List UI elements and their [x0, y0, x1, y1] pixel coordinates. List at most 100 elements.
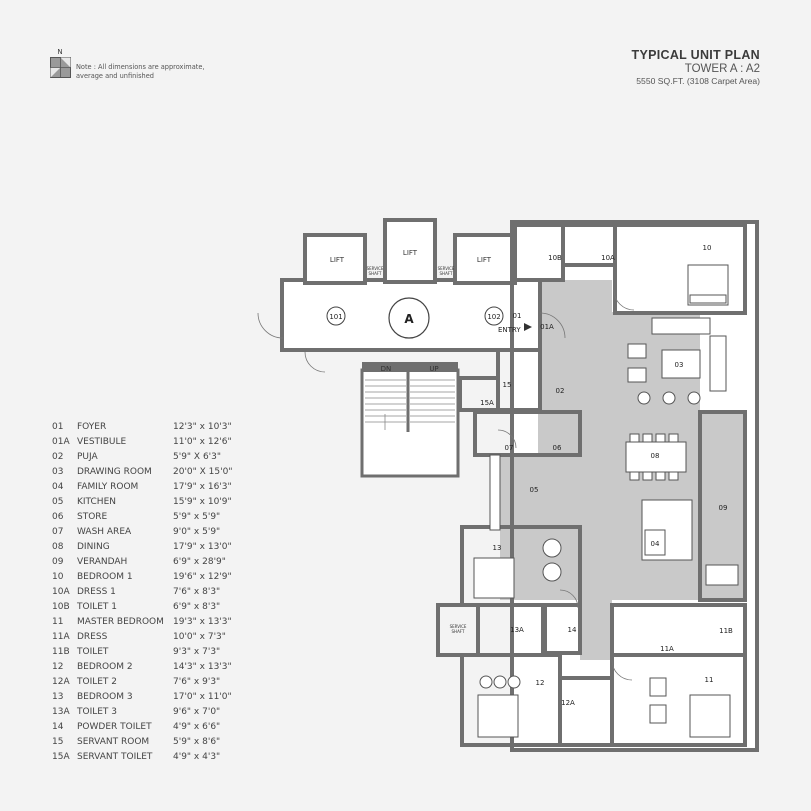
room-10A-label: 10A — [601, 254, 615, 262]
legend-row: 11B TOILET 9'3" x 7'3" — [52, 645, 263, 660]
room-11A-label: 11A — [660, 645, 674, 653]
legend-room-name: DINING — [77, 542, 110, 552]
legend-row: 03 DRAWING ROOM 20'0" X 15'0" — [52, 465, 263, 480]
legend-code: 01A — [52, 437, 70, 447]
legend-code: 04 — [52, 482, 64, 492]
lift-center-label: LIFT — [403, 249, 418, 257]
shaft-right-label-1: SERVICE — [438, 266, 455, 271]
dimension-note: Note : All dimensions are approximate, a… — [76, 63, 205, 80]
legend-room-name: VESTIBULE — [77, 437, 127, 447]
shaft-unit-label-2: SHAFT — [452, 629, 466, 634]
door-swings — [257, 289, 635, 681]
compass-icon — [50, 57, 71, 78]
legend-room-name: TOILET 2 — [77, 677, 118, 687]
legend-dimension: 4'9" x 6'6" — [173, 722, 221, 732]
room-08-label: 08 — [651, 452, 660, 460]
legend-code: 11B — [52, 647, 70, 657]
area-label: 5550 SQ.FT. (3108 Carpet Area) — [636, 76, 760, 86]
legend-row: 12A TOILET 2 7'6" x 9'3" — [52, 675, 263, 690]
room-01A-label: 01A — [540, 323, 554, 331]
legend-row: 10A DRESS 1 7'6" x 8'3" — [52, 585, 263, 600]
legend-dimension: 17'9" x 16'3" — [173, 482, 232, 492]
legend-code: 06 — [52, 512, 64, 522]
room-15-label: 15 — [503, 381, 512, 389]
room-13-label: 13 — [493, 544, 502, 552]
room-14-label: 14 — [568, 626, 577, 634]
legend-room-name: TOILET — [77, 647, 109, 657]
unit-walls — [436, 220, 759, 752]
room-11-label: 11 — [705, 676, 714, 684]
legend-code: 09 — [52, 557, 64, 567]
legend-room-name: BEDROOM 1 — [77, 572, 133, 582]
legend-row: 06 STORE 5'9" x 5'9" — [52, 510, 263, 525]
legend-dimension: 7'6" x 8'3" — [173, 587, 221, 597]
legend-room-name: TOILET 1 — [77, 602, 118, 612]
shaft-left-label-2: SHAFT — [369, 271, 383, 276]
plan-title: TYPICAL UNIT PLAN — [631, 48, 760, 62]
legend-room-name: BEDROOM 3 — [77, 692, 133, 702]
north-indicator: N — [50, 48, 72, 82]
legend-code: 08 — [52, 542, 64, 552]
legend-dimension: 9'6" x 7'0" — [173, 707, 221, 717]
legend-code: 12A — [52, 677, 70, 687]
legend-room-name: STORE — [77, 512, 108, 522]
room-13A-label: 13A — [510, 626, 524, 634]
legend-code: 12 — [52, 662, 64, 672]
room-11B-label: 11B — [719, 627, 733, 635]
lift-right-label: LIFT — [477, 256, 492, 264]
legend-dimension: 19'3" x 13'3" — [173, 617, 232, 627]
legend-room-name: MASTER BEDROOM — [77, 617, 164, 627]
legend-dimension: 10'0" x 7'3" — [173, 632, 226, 642]
legend-room-name: KITCHEN — [77, 497, 116, 507]
legend-dimension: 5'9" x 5'9" — [173, 512, 221, 522]
legend-code: 13A — [52, 707, 70, 717]
legend-room-name: DRAWING ROOM — [77, 467, 152, 477]
room-06-label: 06 — [553, 444, 562, 452]
room-04-label: 04 — [651, 540, 660, 548]
stair-treads — [365, 379, 455, 430]
legend-code: 03 — [52, 467, 64, 477]
furniture — [473, 264, 739, 738]
room-03-label: 03 — [675, 361, 684, 369]
room-15A-label: 15A — [480, 399, 494, 407]
legend-dimension: 15'9" x 10'9" — [173, 497, 232, 507]
stair-up-label: UP — [429, 365, 438, 373]
legend-code: 10A — [52, 587, 70, 597]
legend-room-name: DRESS 1 — [77, 587, 116, 597]
room-05-label: 05 — [530, 486, 539, 494]
legend-room-name: SERVANT TOILET — [77, 752, 153, 762]
legend-dimension: 7'6" x 9'3" — [173, 677, 221, 687]
lift-left-label: LIFT — [330, 256, 345, 264]
entry-arrow-icon — [524, 323, 532, 331]
legend-code: 10 — [52, 572, 64, 582]
legend-code: 11A — [52, 632, 70, 642]
legend-dimension: 5'9" x 8'6" — [173, 737, 221, 747]
legend-room-name: POWDER TOILET — [77, 722, 152, 732]
legend-room-name: TOILET 3 — [77, 707, 118, 717]
legend-dimension: 9'3" x 7'3" — [173, 647, 221, 657]
shaft-unit-label-1: SERVICE — [450, 624, 467, 629]
shaft-left-label-1: SERVICE — [367, 266, 384, 271]
legend-room-name: WASH AREA — [77, 527, 132, 537]
legend-code: 15 — [52, 737, 64, 747]
legend-dimension: 5'9" X 6'3" — [173, 452, 222, 462]
entry-label: ENTRY — [498, 326, 521, 334]
room-10B-label: 10B — [548, 254, 562, 262]
legend-room-name: BEDROOM 2 — [77, 662, 133, 672]
stair-down-label: DN — [381, 365, 392, 373]
legend-dimension: 20'0" X 15'0" — [173, 467, 233, 477]
legend-code: 10B — [52, 602, 70, 612]
